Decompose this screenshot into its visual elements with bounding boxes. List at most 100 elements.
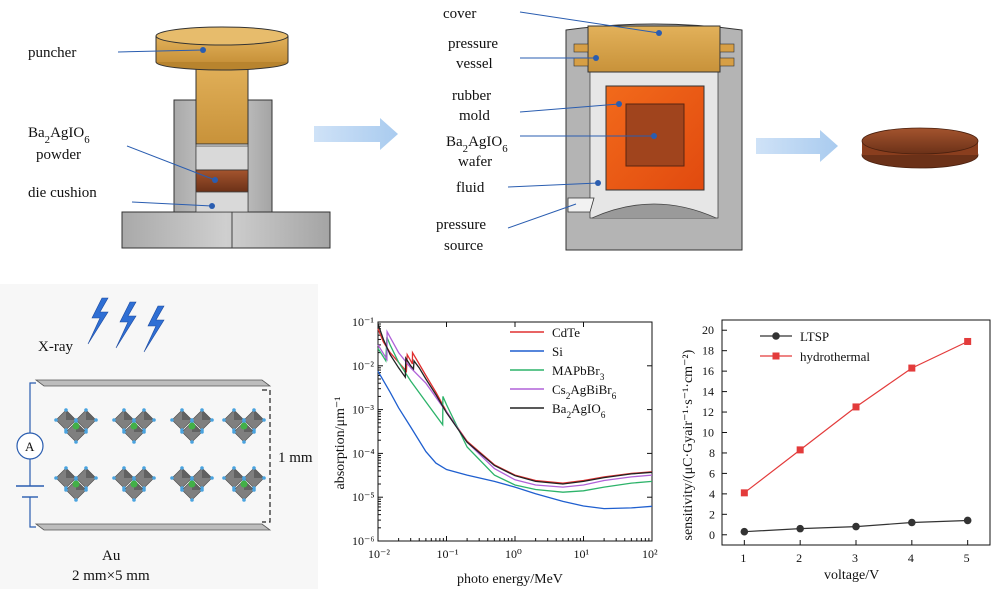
sensitivity-point <box>908 518 916 527</box>
press-base <box>121 211 331 249</box>
sensitivity-x-tick-label: 4 <box>908 551 914 565</box>
rubber-mold <box>605 85 705 191</box>
vessel-label: vessel <box>456 56 493 72</box>
sensitivity-y-tick-label: 14 <box>702 385 714 399</box>
thickness-bracket <box>262 389 271 523</box>
powder-label: powder <box>36 147 81 163</box>
die-cushion-bottom <box>195 191 249 213</box>
sensitivity-y-tick-label: 6 <box>709 466 715 480</box>
xray-label: X-ray <box>38 339 73 355</box>
cover-leader-dot <box>656 30 662 36</box>
sensitivity-point <box>963 516 972 525</box>
die-cushion-label: die cushion <box>28 185 97 201</box>
crystal-lattice <box>53 407 267 503</box>
sensitivity-y-tick-label: 18 <box>702 344 714 358</box>
powder-formula-label: Ba2AgIO6 <box>28 125 90 146</box>
puncher-label: puncher <box>28 45 76 61</box>
press-panel: puncher Ba2AgIO6 powder die cushion <box>28 26 331 249</box>
electrode-label: Au <box>102 548 121 564</box>
absorption-series-line <box>377 323 653 485</box>
absorption-legend-label: Si <box>552 344 563 359</box>
sensitivity-x-tick-label: 5 <box>964 551 970 565</box>
absorption-y-tick-label: 10⁻⁶ <box>352 534 375 548</box>
sensitivity-y-tick-label: 4 <box>709 487 715 501</box>
bottom-electrode <box>34 523 272 531</box>
absorption-legend-label: Cs2AgBiBr6 <box>552 382 617 402</box>
puncher-leader-dot <box>200 47 206 53</box>
cushion-leader <box>131 201 213 207</box>
sensitivity-legend-label: hydrothermal <box>800 349 870 364</box>
sensitivity-point <box>796 446 804 454</box>
sensitivity-legend-marker <box>772 332 780 340</box>
absorption-legend-label: CdTe <box>552 325 580 340</box>
puncher-head-top <box>155 26 289 46</box>
powder-leader <box>126 145 216 181</box>
cover-plug <box>587 25 721 73</box>
wafer-leader-dot <box>651 133 657 139</box>
sensitivity-point <box>796 524 804 533</box>
xray-bolt-1 <box>87 297 109 345</box>
absorption-y-tick-label: 10⁻³ <box>352 403 374 417</box>
absorption-x-tick-label: 10⁰ <box>505 547 522 561</box>
thread-left-2 <box>573 57 589 67</box>
absorption-y-axis-title: absorption/μm⁻¹ <box>333 397 348 490</box>
mold-leader <box>519 103 620 113</box>
pressure-label: pressure <box>448 36 498 52</box>
process-arrow-1 <box>314 118 398 150</box>
absorption-x-tick-label: 10⁻² <box>368 547 390 561</box>
cover-label: cover <box>443 6 476 22</box>
mold-label: mold <box>459 108 490 124</box>
sensitivity-point <box>964 337 972 345</box>
source-label-2: source <box>444 238 483 254</box>
absorption-x-axis-title: photo energy/MeV <box>457 572 563 587</box>
absorption-plot-frame <box>377 321 653 542</box>
puncher-rod <box>195 61 249 145</box>
sensitivity-y-tick-label: 12 <box>702 405 714 419</box>
sensitivity-x-tick-label: 2 <box>796 551 802 565</box>
ammeter-circle <box>16 432 44 460</box>
xray-bolt-2 <box>115 301 137 349</box>
vessel-panel: cover pressure vessel rubber mold Ba2AgI… <box>436 6 743 254</box>
thickness-label: 1 mm <box>278 450 313 466</box>
detector-bg <box>0 284 318 589</box>
thread-right-2 <box>719 57 735 67</box>
sensitivity-y-tick-label: 0 <box>709 528 715 542</box>
vessel-bottom-arc <box>591 203 717 219</box>
absorption-x-tick-label: 10² <box>642 547 658 561</box>
cushion-leader-dot <box>209 203 215 209</box>
circuit-wire <box>29 382 36 528</box>
source-label-1: pressure <box>436 217 486 233</box>
powder-leader-dot <box>212 177 218 183</box>
wafer-disk <box>861 127 979 169</box>
detector-panel: X-ray A 1 mm Au 2 mm×5 mm <box>0 284 318 589</box>
absorption-x-tick-label: 10¹ <box>574 547 590 561</box>
die-cushion-top <box>195 145 249 171</box>
sensitivity-point <box>740 527 749 536</box>
absorption-y-tick-label: 10⁻⁵ <box>352 490 375 504</box>
absorption-y-tick-label: 10⁻¹ <box>352 315 374 329</box>
puncher-leader <box>117 49 204 53</box>
thread-right-1 <box>719 43 735 53</box>
sensitivity-y-tick-label: 2 <box>709 507 715 521</box>
powder-layer <box>195 169 249 193</box>
sensitivity-x-axis-title: voltage/V <box>824 568 879 583</box>
cover-leader <box>519 11 660 34</box>
thread-left-1 <box>573 43 589 53</box>
ammeter-label: A <box>25 439 35 454</box>
mold-leader-dot <box>616 101 622 107</box>
sensitivity-x-tick-label: 3 <box>852 551 858 565</box>
process-arrow-2 <box>756 130 838 162</box>
sensitivity-y-tick-label: 16 <box>702 364 714 378</box>
size-label: 2 mm×5 mm <box>72 568 150 584</box>
vessel-leader-dot <box>593 55 599 61</box>
absorption-x-tick-label: 10⁻¹ <box>437 547 459 561</box>
fluid-leader <box>507 182 599 188</box>
sensitivity-plot-frame <box>721 319 991 546</box>
source-leader <box>507 203 577 229</box>
absorption-series-line <box>377 370 653 510</box>
absorption-legend-label: Ba2AgIO6 <box>552 401 606 421</box>
